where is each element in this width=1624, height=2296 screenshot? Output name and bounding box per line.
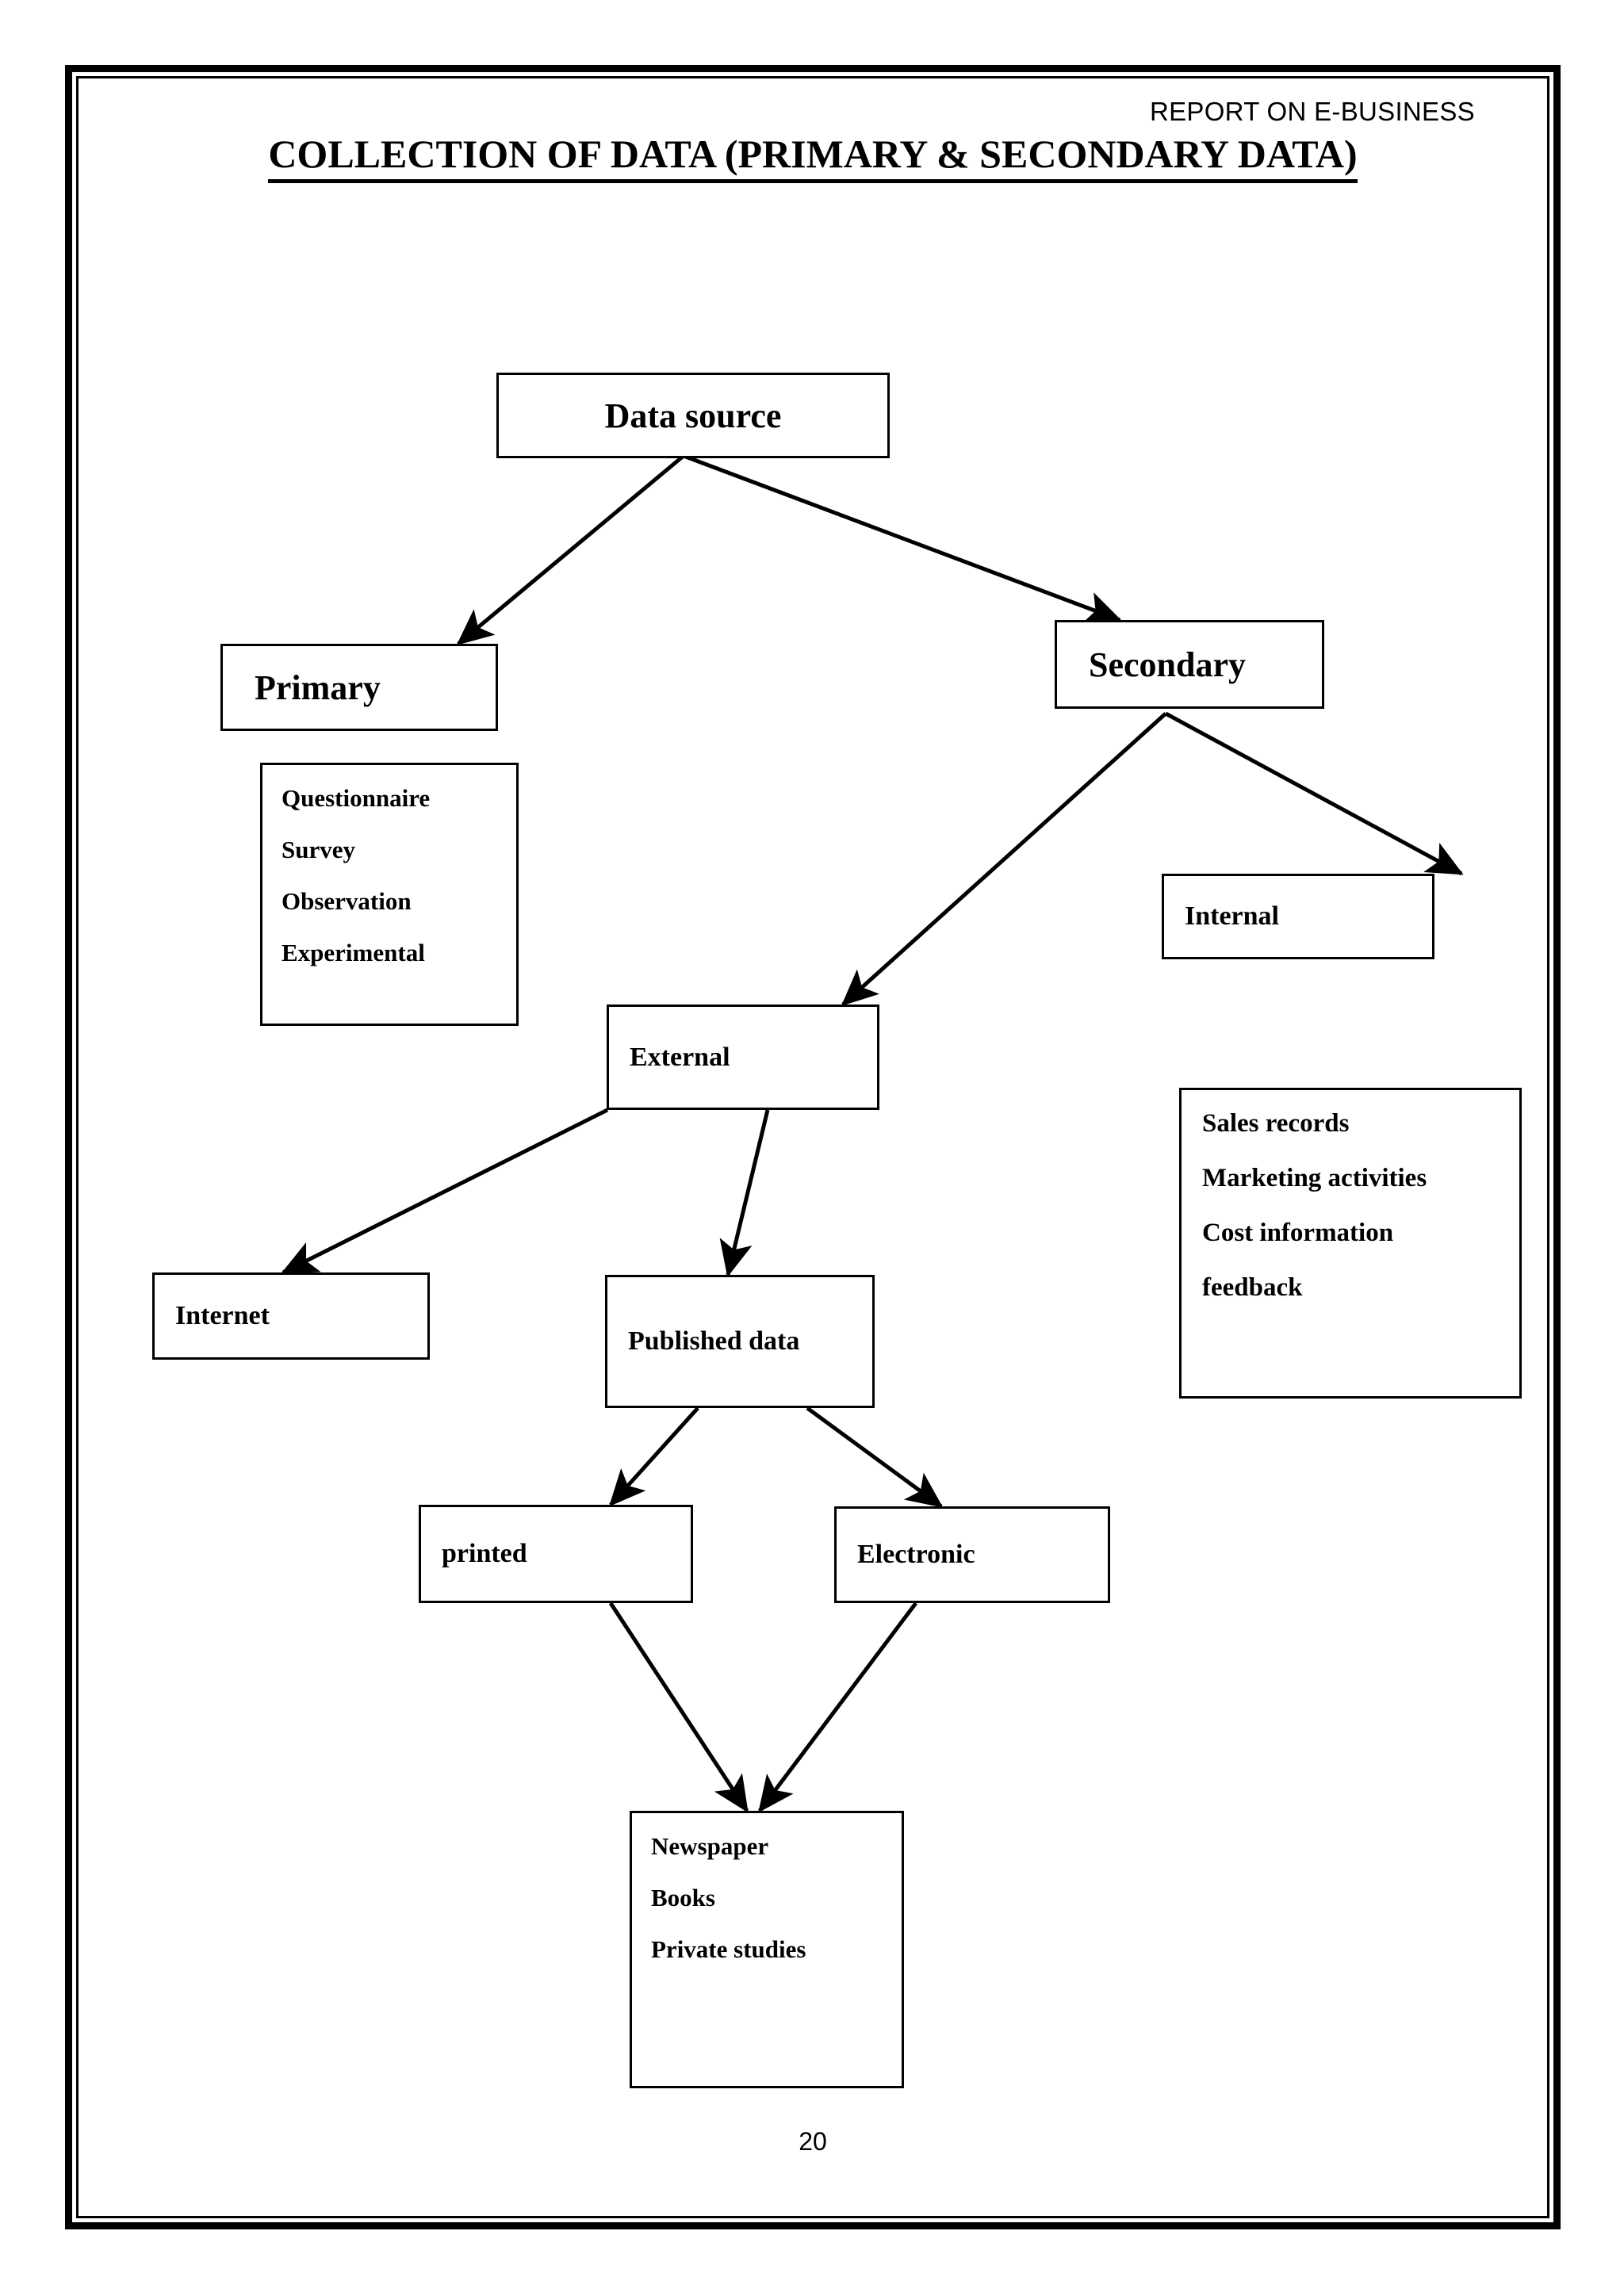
page-border-outer <box>65 65 1561 2229</box>
node-primary-methods[interactable]: Questionnaire Survey Observation Experim… <box>260 763 519 1026</box>
page-border-inner <box>76 76 1549 2218</box>
node-internet[interactable]: Internet <box>152 1272 430 1360</box>
node-primary-label: Primary <box>255 668 381 707</box>
node-secondary[interactable]: Secondary <box>1055 620 1324 709</box>
node-printed[interactable]: printed <box>419 1505 693 1603</box>
edge-secondary-internal <box>1164 711 1464 876</box>
list-item: Private studies <box>651 1935 806 1963</box>
list-item: Newspaper <box>651 1832 769 1860</box>
list-item: Survey <box>282 836 355 863</box>
edge-printed-sources <box>608 1601 749 1813</box>
node-printed-sources[interactable]: Newspaper Books Private studies <box>630 1811 904 2088</box>
page-number: 20 <box>799 2127 827 2156</box>
edge-external-published <box>719 1109 770 1277</box>
node-electronic[interactable]: Electronic <box>834 1506 1110 1603</box>
running-head: REPORT ON E-BUSINESS <box>1149 97 1475 126</box>
node-primary[interactable]: Primary <box>220 644 498 731</box>
edge-datasource-secondary <box>683 453 1122 624</box>
node-internet-label: Internet <box>175 1301 270 1330</box>
node-internal-sources[interactable]: Sales records Marketing activities Cost … <box>1179 1088 1522 1399</box>
node-data-source[interactable]: Data source <box>496 373 890 458</box>
edge-datasource-primary <box>456 454 685 645</box>
node-internal-label: Internal <box>1185 901 1279 931</box>
edge-electronic-sources <box>758 1601 917 1813</box>
edge-published-printed <box>608 1406 699 1507</box>
page-title: COLLECTION OF DATA (PRIMARY & SECONDARY … <box>76 131 1549 183</box>
page-title-text: COLLECTION OF DATA (PRIMARY & SECONDARY … <box>268 132 1358 183</box>
node-printed-label: printed <box>442 1539 527 1568</box>
edge-external-internet <box>281 1108 609 1275</box>
list-item: Books <box>651 1884 715 1911</box>
node-external[interactable]: External <box>607 1004 879 1110</box>
list-item: feedback <box>1202 1273 1303 1302</box>
edge-secondary-external <box>841 712 1167 1007</box>
list-item: Cost information <box>1202 1219 1394 1247</box>
list-item: Questionnaire <box>282 784 431 812</box>
list-item: Experimental <box>282 939 425 966</box>
node-external-label: External <box>630 1042 730 1072</box>
node-secondary-label: Secondary <box>1089 645 1246 684</box>
node-internal[interactable]: Internal <box>1162 874 1434 959</box>
edge-published-electronic <box>806 1406 944 1509</box>
node-electronic-label: Electronic <box>857 1540 975 1569</box>
list-item: Sales records <box>1202 1109 1350 1138</box>
list-item: Observation <box>282 887 412 915</box>
node-published-data-label: Published data <box>628 1326 800 1356</box>
node-data-source-label: Data source <box>604 396 782 435</box>
list-item: Marketing activities <box>1202 1164 1427 1192</box>
node-published-data[interactable]: Published data <box>605 1275 875 1408</box>
